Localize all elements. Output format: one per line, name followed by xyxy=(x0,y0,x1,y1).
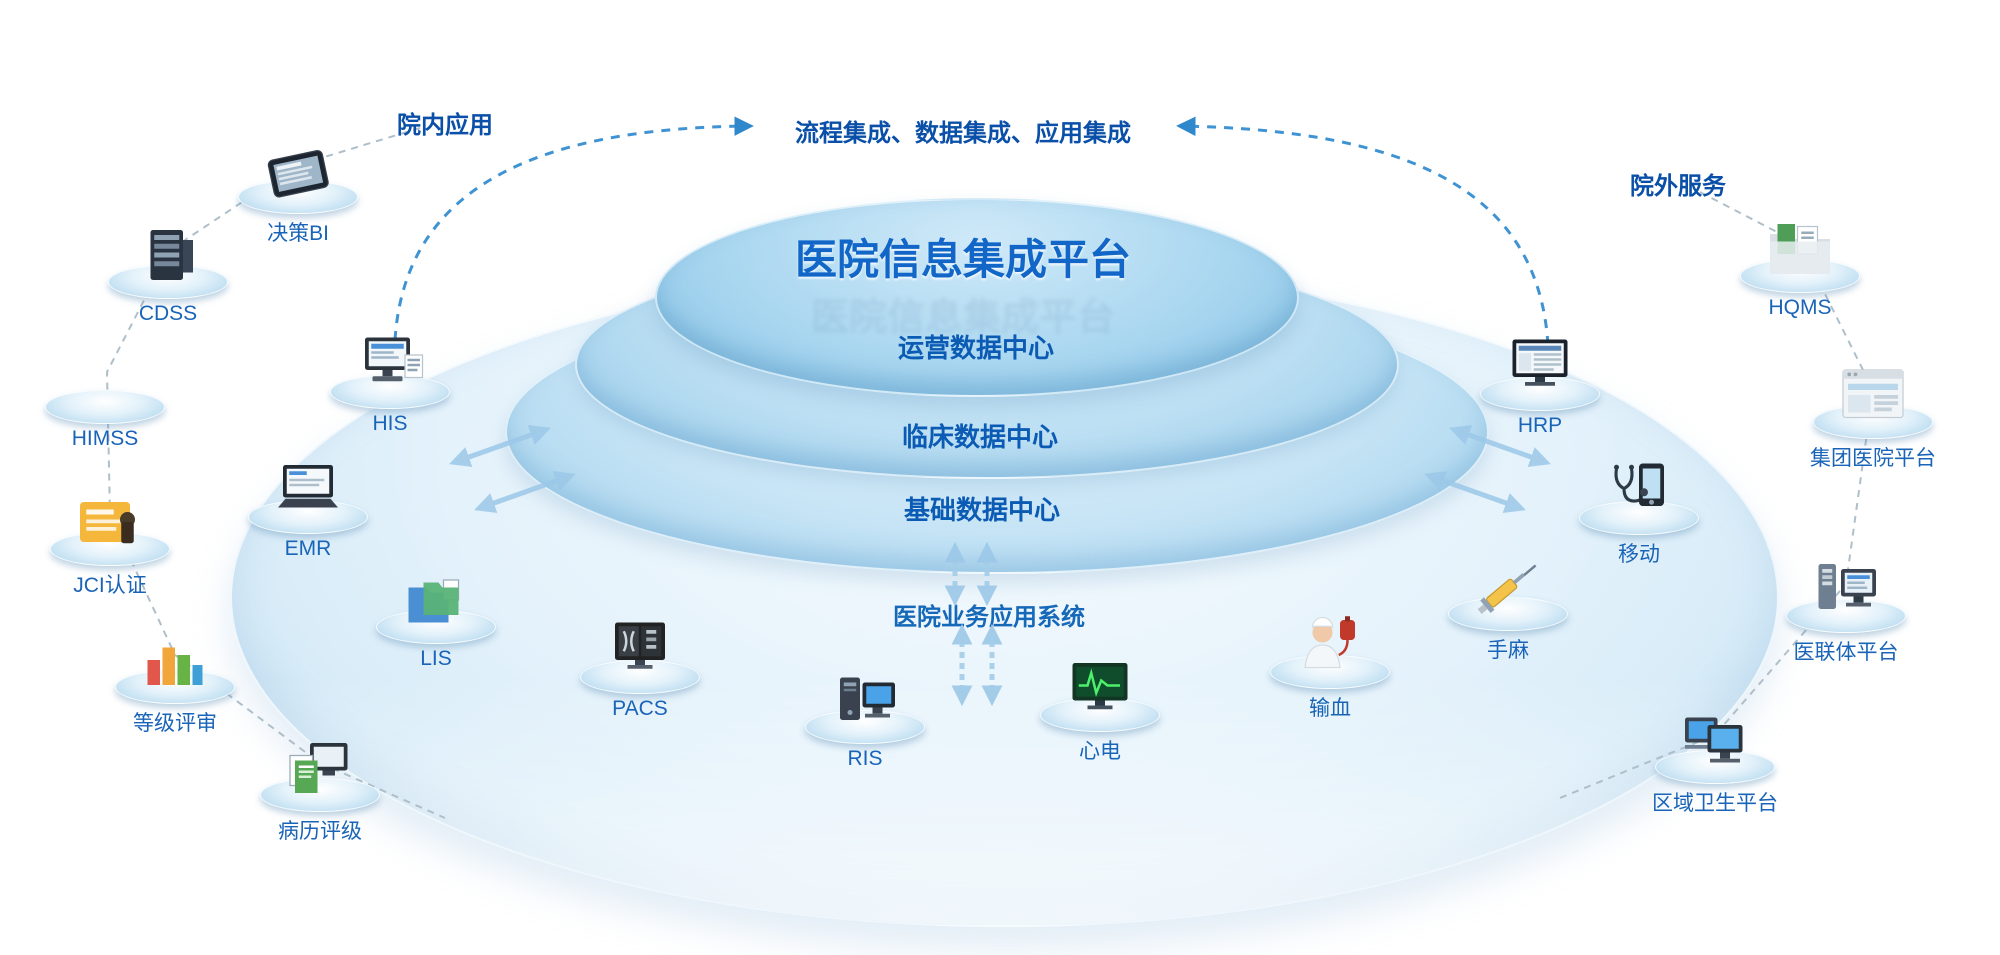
node-lis: LIS xyxy=(348,570,524,671)
bingli-icon xyxy=(280,738,360,798)
node-xindian: 心电 xyxy=(1012,658,1188,765)
node-label-shouma: 手麻 xyxy=(1487,639,1529,662)
node-label-himss: HIMSS xyxy=(71,427,139,450)
node-jituan: 集团医院平台 xyxy=(1785,365,1961,472)
hqms-icon xyxy=(1760,219,1840,279)
xindian-icon xyxy=(1060,658,1140,718)
layer-business-application-systems: 医院业务应用系统 xyxy=(893,604,1085,631)
node-label-hrp: HRP xyxy=(1517,414,1563,437)
node-pacs: PACS xyxy=(552,620,728,721)
out-hospital-group-label: 院外服务 xyxy=(1630,173,1726,200)
node-emr: EMR xyxy=(220,460,396,561)
node-his: HIS xyxy=(302,335,478,436)
node-label-his: HIS xyxy=(372,412,408,435)
in-hospital-group-label: 院内应用 xyxy=(397,112,493,139)
cdss-icon xyxy=(128,225,208,285)
node-ris: RIS xyxy=(777,670,953,771)
node-hqms: HQMS xyxy=(1712,219,1888,320)
node-label-shuxue: 输血 xyxy=(1309,697,1351,720)
node-label-cdss: CDSS xyxy=(138,302,198,325)
shuxue-icon xyxy=(1290,615,1370,675)
his-icon xyxy=(350,335,430,395)
page-title: 医院信息集成平台 xyxy=(794,236,1132,283)
node-hrp: HRP xyxy=(1452,337,1628,438)
node-himss: HIMSS xyxy=(17,350,193,451)
node-yilianti: 医联体平台 xyxy=(1758,559,1934,666)
node-label-dengji: 等级评审 xyxy=(133,712,217,735)
node-label-jituan: 集团医院平台 xyxy=(1810,447,1936,470)
node-cdss: CDSS xyxy=(80,225,256,326)
quyu-icon xyxy=(1675,710,1755,770)
node-label-emr: EMR xyxy=(284,537,332,560)
layer-clinical-data-center: 临床数据中心 xyxy=(901,422,1059,452)
node-label-hqms: HQMS xyxy=(1768,296,1832,319)
node-quyu: 区域卫生平台 xyxy=(1627,710,1803,817)
node-shuxue: 输血 xyxy=(1242,615,1418,722)
ris-icon xyxy=(825,670,905,730)
layer-basic-data-center: 基础数据中心 xyxy=(903,495,1061,525)
layer-operational-data-center: 运营数据中心 xyxy=(897,333,1055,363)
node-label-jci: JCI认证 xyxy=(73,574,147,597)
page-title-reflection: 医院信息集成平台 xyxy=(810,297,1116,339)
dengji-icon xyxy=(135,630,215,690)
yilianti-icon xyxy=(1806,559,1886,619)
hrp-icon xyxy=(1500,337,1580,397)
jituan-icon xyxy=(1833,365,1913,425)
node-label-xindian: 心电 xyxy=(1079,740,1121,763)
node-shouma: 手麻 xyxy=(1420,557,1596,664)
node-label-bingli: 病历评级 xyxy=(278,820,362,843)
node-label-ris: RIS xyxy=(847,747,883,770)
shouma-icon xyxy=(1468,557,1548,617)
bi-icon xyxy=(258,140,338,200)
emr-icon xyxy=(268,460,348,520)
platform-ellipse xyxy=(1448,597,1568,631)
himss-icon xyxy=(65,350,145,410)
node-dengji: 等级评审 xyxy=(87,630,263,737)
node-bingli: 病历评级 xyxy=(232,738,408,845)
node-label-yilianti: 医联体平台 xyxy=(1793,641,1899,664)
lis-icon xyxy=(396,570,476,630)
yidong-icon xyxy=(1599,461,1679,521)
node-jci: JCI认证 xyxy=(22,492,198,599)
jci-icon xyxy=(70,492,150,552)
node-label-lis: LIS xyxy=(420,647,452,670)
integration-banner: 流程集成、数据集成、应用集成 xyxy=(795,120,1131,147)
node-label-pacs: PACS xyxy=(612,697,668,720)
node-yidong: 移动 xyxy=(1551,461,1727,568)
node-label-yidong: 移动 xyxy=(1618,543,1660,566)
node-label-quyu: 区域卫生平台 xyxy=(1652,792,1778,815)
pacs-icon xyxy=(600,620,680,680)
